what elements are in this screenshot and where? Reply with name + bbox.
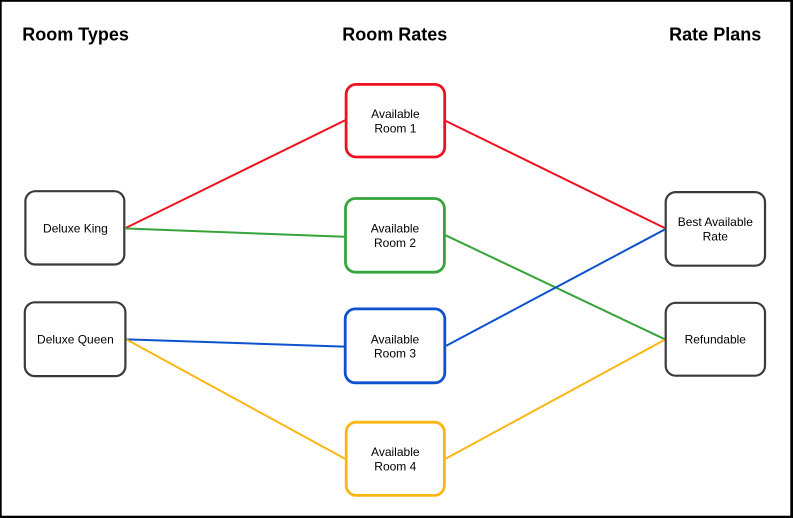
svg-text:Deluxe Queen: Deluxe Queen — [37, 333, 114, 347]
svg-text:Rate Plans: Rate Plans — [669, 25, 761, 45]
svg-text:Room Rates: Room Rates — [342, 25, 447, 45]
svg-text:Deluxe King: Deluxe King — [43, 221, 108, 235]
svg-text:Refundable: Refundable — [685, 332, 747, 346]
svg-text:Room Types: Room Types — [22, 25, 129, 45]
